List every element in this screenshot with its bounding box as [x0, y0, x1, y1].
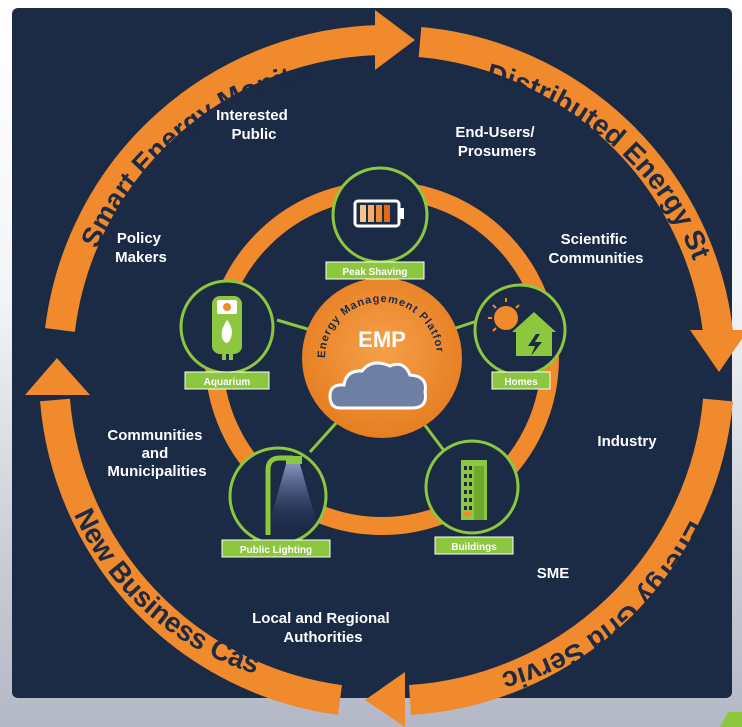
arc-distributed-energy-storage: [418, 27, 733, 334]
arrowhead-top: [375, 10, 415, 70]
stakeholder-industry: Industry: [597, 433, 657, 450]
cloud-icon: [328, 361, 427, 410]
corner-accent: [720, 712, 742, 727]
stakeholder-local-regional-authorities: Local and Regional Authorities: [252, 610, 394, 646]
node-label-peak-shaving: Peak Shaving: [342, 267, 407, 278]
ring-arrowheads: [25, 10, 742, 727]
stakeholder-policy-makers: Policy Makers: [115, 230, 167, 266]
node-public-lighting: Public Lighting: [221, 446, 331, 558]
node-aquarium: Aquarium: [179, 279, 275, 390]
streetlight-icon: [265, 455, 318, 535]
battery-icon: [353, 199, 404, 228]
node-homes: Homes: [473, 283, 567, 390]
stakeholder-interested-public: Interested Public: [216, 107, 292, 143]
arc-new-business-cases: [40, 398, 343, 715]
stakeholder-scientific-communities: Scientific Communities: [548, 231, 643, 267]
stakeholder-end-users-prosumers: End-Users/ Prosumers: [455, 124, 538, 160]
house-sun-icon: [488, 298, 556, 356]
center-title: EMP: [358, 327, 406, 352]
node-buildings: Buildings: [424, 439, 520, 555]
stakeholders: Interested Public End-Users/ Prosumers S…: [107, 107, 657, 646]
outer-ring: [40, 25, 733, 715]
node-label-public-lighting: Public Lighting: [240, 545, 312, 556]
aquarium-heater-icon: [212, 296, 242, 360]
node-label-buildings: Buildings: [451, 542, 497, 553]
arc-energy-grid-services: [409, 398, 733, 715]
node-label-homes: Homes: [504, 377, 538, 388]
arrowhead-left: [25, 358, 90, 395]
node-peak-shaving: Peak Shaving: [325, 166, 429, 280]
arrowhead-right: [690, 330, 742, 372]
arc-smart-energy-monitoring: [45, 25, 386, 332]
stakeholder-sme: SME: [537, 565, 570, 582]
node-label-aquarium: Aquarium: [204, 377, 251, 388]
arrowhead-bottom: [365, 672, 405, 727]
building-icon: [461, 460, 487, 520]
stakeholder-communities-municipalities: Communities and Municipalities: [107, 427, 206, 480]
